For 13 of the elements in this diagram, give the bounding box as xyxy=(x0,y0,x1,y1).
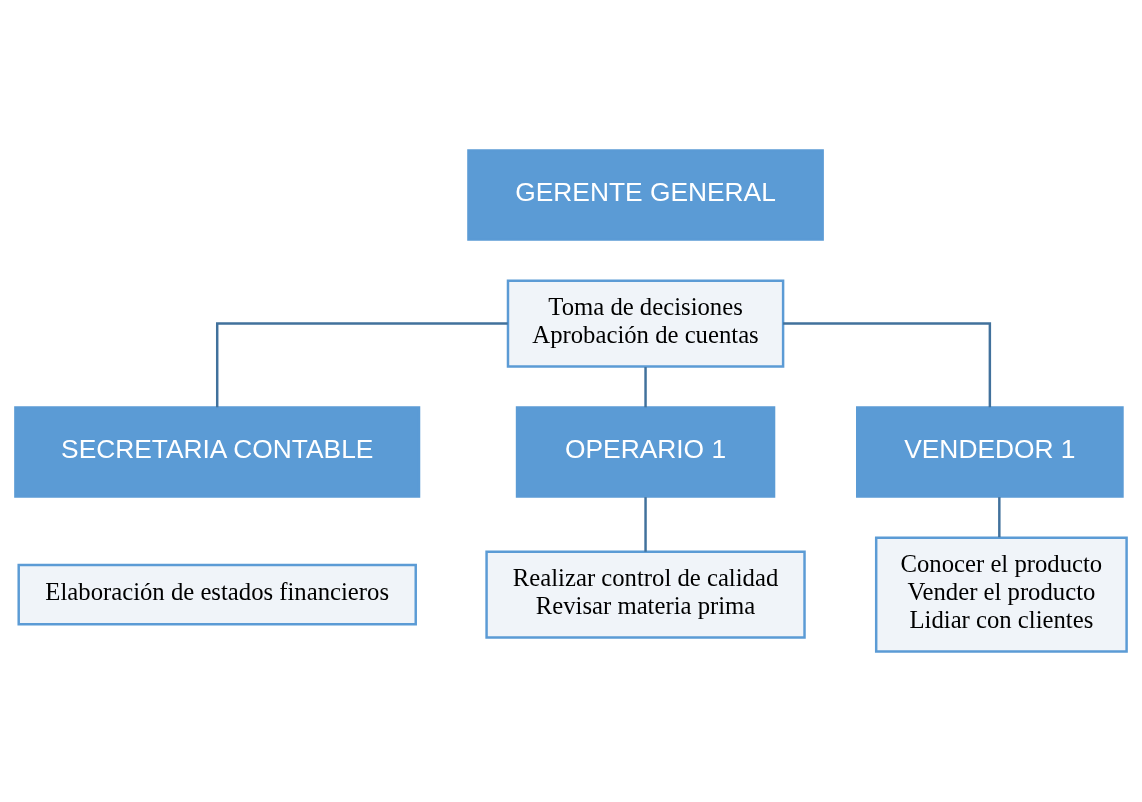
connector xyxy=(215,322,508,408)
connector xyxy=(644,497,647,552)
node-box: Toma de decisiones Aprobación de cuentas xyxy=(506,279,785,368)
node-box: VENDEDOR 1 xyxy=(856,406,1124,498)
node-box: OPERARIO 1 xyxy=(515,406,776,498)
node-box: Realizar control de calidad Revisar materia prima xyxy=(485,550,806,639)
node-box: Elaboración de estados financieros xyxy=(17,563,417,626)
connector xyxy=(783,322,992,408)
node-box: GERENTE GENERAL xyxy=(467,149,824,241)
connector xyxy=(644,367,647,408)
node-box: Conocer el producto Vender el producto Lidiar con clientes xyxy=(874,536,1128,653)
node-box: SECRETARIA CONTABLE xyxy=(14,406,421,498)
connector xyxy=(998,497,1001,538)
